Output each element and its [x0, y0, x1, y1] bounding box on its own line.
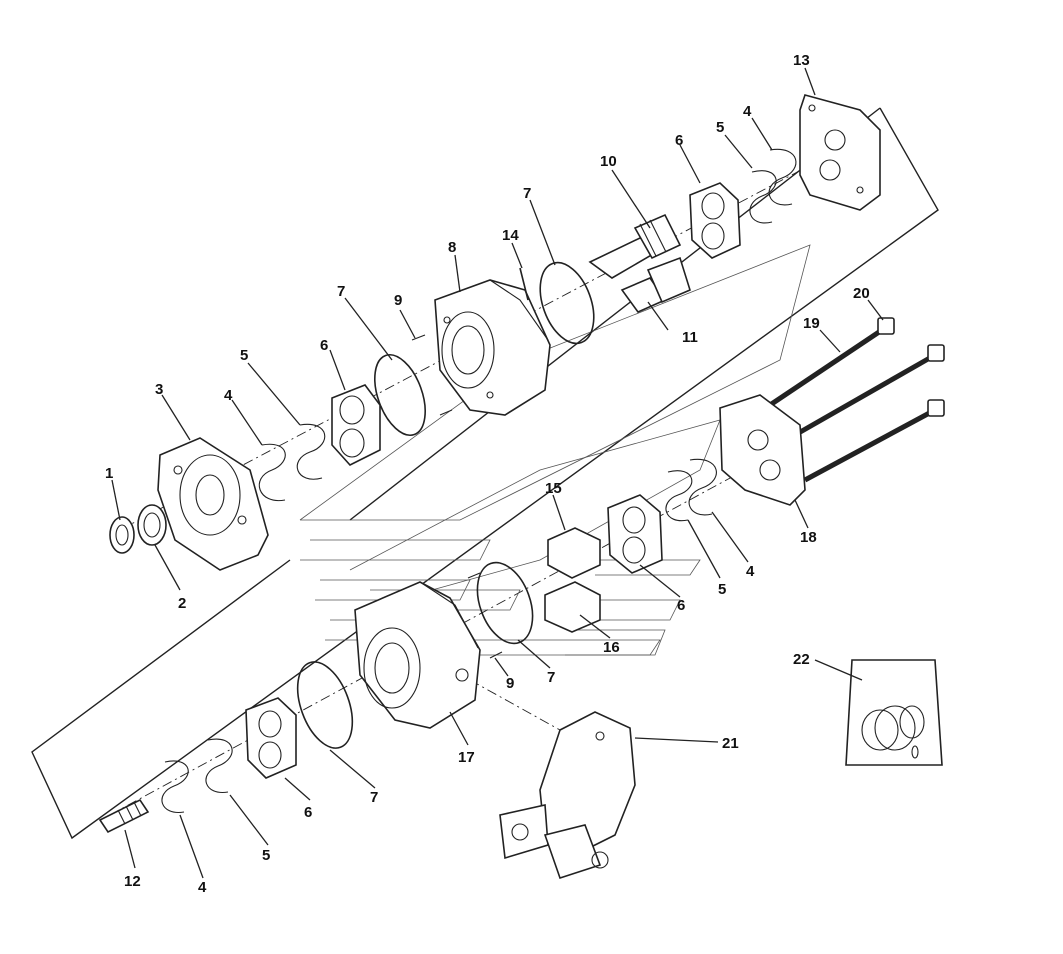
callout-labels: 1 2 3 4 5 6 7 9 8 14 7 10 6 5 4 13 11 20… — [105, 52, 870, 896]
tie-bolts-part — [768, 317, 945, 483]
callout-9-lower: 9 — [506, 675, 514, 692]
callout-5-upper-right: 5 — [716, 119, 724, 136]
o-ring-lower-middle — [476, 561, 534, 645]
dowel-pins-lower — [467, 572, 503, 659]
callout-12: 12 — [124, 873, 141, 890]
retaining-rings-upper-right — [749, 148, 797, 224]
retaining-rings-upper-left — [258, 423, 326, 502]
driven-gear-part — [620, 256, 691, 313]
retaining-rings-lower-right — [665, 458, 717, 522]
callout-4-upper-left: 4 — [224, 387, 233, 404]
input-shaft-part — [98, 798, 150, 834]
bearing-block-upper-left — [331, 384, 381, 466]
callout-4-upper-right: 4 — [743, 103, 752, 120]
callout-17: 17 — [458, 749, 475, 766]
callout-15: 15 — [545, 480, 562, 497]
callout-6-upper-left: 6 — [320, 337, 328, 354]
front-gear-housing-part — [434, 279, 551, 416]
lower-gears-part — [544, 527, 601, 633]
callout-13: 13 — [793, 52, 810, 69]
callout-6-lower-left: 6 — [304, 804, 312, 821]
callout-7-upper-left: 7 — [337, 283, 345, 300]
callout-7-lower-middle: 7 — [547, 669, 555, 686]
retaining-rings-lower-left — [161, 738, 233, 813]
bearing-block-upper-right — [689, 182, 741, 259]
callout-20: 20 — [853, 285, 870, 302]
callout-14: 14 — [502, 227, 519, 244]
seal-kit-bag-part — [845, 659, 943, 766]
callout-7-upper-middle: 7 — [523, 185, 531, 202]
mounting-flange-part — [157, 437, 269, 571]
callout-8: 8 — [448, 239, 456, 256]
callout-6-lower-right: 6 — [677, 597, 685, 614]
frame-top-edge — [349, 107, 881, 521]
callout-3: 3 — [155, 381, 163, 398]
valve-centreline — [469, 679, 561, 731]
callout-6-upper-right: 6 — [675, 132, 683, 149]
callout-10: 10 — [600, 153, 617, 170]
callout-16: 16 — [603, 639, 620, 656]
lock-washer-part — [109, 516, 135, 554]
callout-5-lower-right: 5 — [718, 581, 726, 598]
dowel-pins-upper — [411, 334, 453, 416]
dowel-part — [519, 267, 529, 301]
rear-cover-plate-part — [799, 94, 881, 211]
callout-7-lower-left: 7 — [370, 789, 378, 806]
bearing-block-lower-right — [607, 494, 663, 574]
callout-19: 19 — [803, 315, 820, 332]
assembly-frame — [31, 107, 939, 840]
o-ring-upper-middle — [539, 261, 595, 345]
seal-part — [137, 504, 167, 546]
callout-18: 18 — [800, 529, 817, 546]
callout-5-upper-left: 5 — [240, 347, 248, 364]
callout-22: 22 — [793, 651, 810, 668]
lower-centreline — [109, 439, 801, 816]
o-ring-upper-left — [374, 354, 426, 436]
o-ring-lower-left — [296, 661, 354, 749]
callout-11: 11 — [682, 329, 698, 346]
callout-1: 1 — [105, 465, 113, 482]
drive-gear-shaft-part — [588, 213, 682, 279]
callout-4-lower-right: 4 — [746, 563, 755, 580]
callout-21: 21 — [722, 735, 739, 752]
rear-port-plate-part — [719, 394, 806, 506]
callout-2: 2 — [178, 595, 186, 612]
callout-9-upper: 9 — [394, 292, 402, 309]
callout-4-lower-left: 4 — [198, 879, 207, 896]
control-valve-part — [499, 711, 636, 880]
callout-5-lower-left: 5 — [262, 847, 270, 864]
rear-gear-housing-part — [354, 581, 481, 729]
bearing-block-lower-left — [245, 697, 297, 779]
leader-lines — [111, 67, 884, 879]
